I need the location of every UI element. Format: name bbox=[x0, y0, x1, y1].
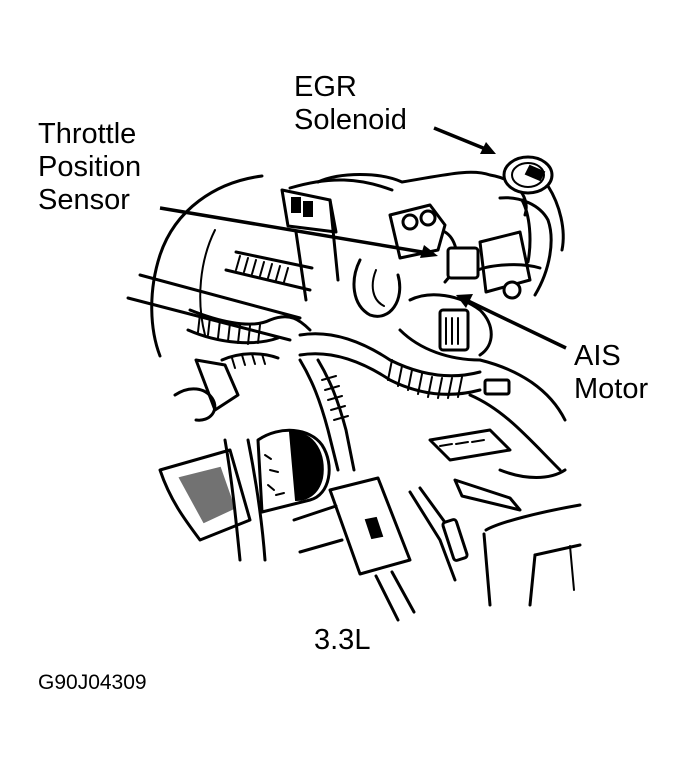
ais-motor-part bbox=[398, 293, 493, 362]
intake-plenum bbox=[280, 170, 528, 318]
label-line: Position bbox=[38, 151, 142, 183]
engine-size-caption: 3.3L bbox=[314, 624, 371, 656]
label-line: Throttle bbox=[38, 118, 137, 150]
distributor-area bbox=[158, 358, 331, 562]
egr-solenoid-part bbox=[502, 155, 565, 252]
egr-solenoid-label: EGR Solenoid bbox=[294, 71, 407, 137]
throttle-body bbox=[388, 196, 553, 300]
throttle-position-sensor-label: Throttle Position Sensor bbox=[38, 118, 141, 217]
leader-lines bbox=[159, 126, 567, 350]
label-line: EGR bbox=[294, 71, 357, 103]
label-line: Sensor bbox=[38, 184, 130, 216]
label-line: Motor bbox=[574, 373, 649, 405]
control-module bbox=[482, 503, 582, 607]
lower-connector bbox=[292, 476, 469, 622]
ais-motor-label: AIS Motor bbox=[574, 340, 648, 406]
figure-id: G90J04309 bbox=[38, 671, 147, 694]
wiring-harness bbox=[186, 308, 482, 472]
label-line: AIS bbox=[574, 340, 621, 372]
air-cleaner-housing bbox=[150, 174, 394, 358]
right-hoses bbox=[428, 358, 567, 512]
label-line: Solenoid bbox=[294, 104, 407, 136]
